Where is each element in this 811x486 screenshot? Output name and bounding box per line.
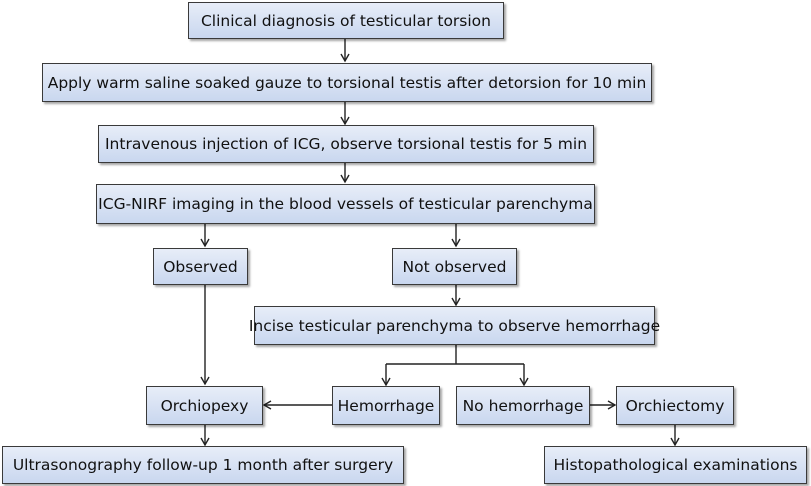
node-warm-saline-gauze: Apply warm saline soaked gauze to torsio… (42, 63, 652, 102)
node-not-observed: Not observed (392, 248, 517, 285)
node-histopathological-examinations: Histopathological examinations (544, 446, 807, 484)
node-hemorrhage: Hemorrhage (332, 386, 440, 425)
node-orchiectomy: Orchiectomy (616, 386, 734, 425)
node-no-hemorrhage: No hemorrhage (456, 386, 590, 425)
node-incise-parenchyma: Incise testicular parenchyma to observe … (249, 306, 660, 345)
node-observed: Observed (153, 248, 248, 285)
node-orchiopexy: Orchiopexy (146, 386, 263, 425)
node-clinical-diagnosis: Clinical diagnosis of testicular torsion (188, 2, 504, 39)
node-icg-injection: Intravenous injection of ICG, observe to… (98, 125, 594, 163)
node-icg-nirf-imaging: ICG-NIRF imaging in the blood vessels of… (96, 184, 595, 224)
node-ultrasonography-followup: Ultrasonography follow-up 1 month after … (2, 446, 404, 484)
